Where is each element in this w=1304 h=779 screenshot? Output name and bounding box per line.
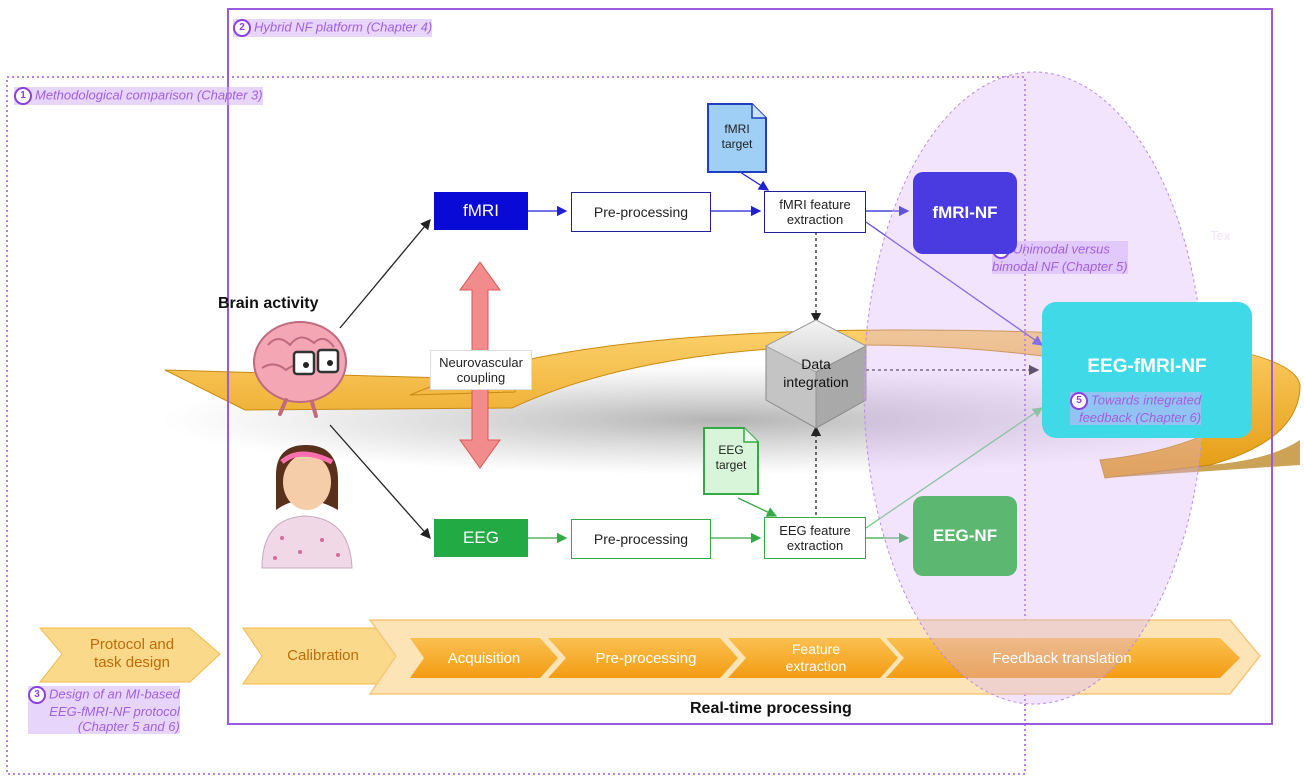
fmri-target-line1: fMRI	[724, 122, 750, 136]
chevron-preprocessing	[548, 638, 738, 678]
annotation-integrated-line1: Towards integrated	[1091, 392, 1202, 408]
brain-icon	[253, 321, 347, 418]
integration-cube-side	[815, 345, 867, 429]
faint-text: Tex	[1210, 228, 1231, 243]
coupling-line2: coupling	[456, 370, 506, 385]
fmri-preprocessing-box: Pre-processing	[571, 192, 711, 232]
chevron-feedback	[886, 638, 1240, 678]
fmri-target-document	[707, 103, 767, 173]
coupling-label: Neurovascular coupling	[430, 350, 532, 390]
annotation-integrated-line2: feedback (Chapter 6)	[1078, 410, 1202, 425]
fmri-feature-line1: fMRI feature	[779, 197, 851, 212]
fmri-feature-box: fMRI feature extraction	[764, 191, 866, 233]
arrow-brain-eeg	[329, 424, 431, 539]
pipeline-preprocessing-label: Pre-processing	[595, 649, 697, 667]
eeg-target-fold	[743, 428, 758, 443]
annotation-protocol-line1: Design of an MI-based	[49, 686, 180, 702]
arrow-target-eeg	[737, 497, 778, 517]
badge-5: 5	[1070, 392, 1088, 410]
chevron-acquisition	[410, 638, 558, 678]
arrow-brain-fmri	[339, 219, 431, 329]
chevron-feature	[728, 638, 898, 678]
coupling-line1: Neurovascular	[439, 355, 523, 370]
badge-3: 3	[28, 686, 46, 704]
bimodal-nf-label: EEG-fMRI-NF	[1087, 356, 1207, 377]
annotation-unimodal-line1: Unimodal versus	[1013, 241, 1110, 257]
frame-chapter-4	[227, 8, 1273, 725]
annotation-chapter-3-text: Methodological comparison (Chapter 3)	[35, 87, 263, 103]
eeg-preprocessing-box: Pre-processing	[571, 519, 711, 559]
protocol-line1: Protocol and	[89, 636, 175, 653]
patient-icon	[261, 445, 353, 569]
badge-1: 1	[14, 87, 32, 105]
eeg-modality-box: EEG	[434, 519, 528, 557]
loop-arrow-edge	[1105, 440, 1300, 478]
annotation-unimodal-line2: bimodal NF (Chapter 5)	[992, 259, 1128, 274]
arrow-target-fmri	[739, 171, 770, 191]
eeg-target-label: EEG target	[704, 443, 758, 473]
fmri-target-label: fMRI target	[708, 122, 766, 152]
fmri-nf-box: fMRI-NF	[913, 172, 1017, 254]
integration-line1: Data	[801, 356, 831, 372]
annotation-chapter-4-text: Hybrid NF platform (Chapter 4)	[254, 19, 433, 35]
eeg-feature-line1: EEG feature	[779, 523, 851, 538]
badge-2: 2	[233, 19, 251, 37]
annotation-protocol-line2: EEG-fMRI-NF protocol	[49, 704, 180, 719]
fmri-target-fold	[751, 104, 766, 119]
integration-line2: integration	[783, 374, 849, 390]
eeg-target-document	[703, 427, 759, 495]
feedback-translation-label: Feedback translation	[992, 649, 1132, 667]
protocol-label: Protocol and task design	[62, 636, 202, 672]
acquisition-label: Acquisition	[447, 649, 521, 667]
brain-activity-label: Brain activity	[218, 295, 319, 312]
arrow-fmrifeat-bimodal	[865, 221, 1044, 346]
fmri-modality-box: fMRI	[434, 192, 528, 230]
eeg-feature-line2: extraction	[786, 538, 844, 553]
frame-chapter-3	[6, 76, 1026, 775]
fmri-feature-line2: extraction	[786, 212, 844, 227]
pipeline-feature-line1: Feature	[791, 641, 841, 657]
chevron-protocol	[38, 627, 221, 683]
annotation-protocol-line3: (Chapter 5 and 6)	[77, 719, 180, 734]
calibration-label: Calibration	[287, 647, 359, 664]
eeg-target-line1: EEG	[718, 443, 744, 457]
realtime-processing-label: Real-time processing	[690, 700, 852, 717]
arrow-eegfeat-bimodal	[865, 407, 1044, 529]
protocol-line2: task design	[94, 654, 170, 671]
fmri-target-line2: target	[721, 137, 753, 151]
eeg-target-line2: target	[715, 458, 747, 472]
pipeline-feature-label: Feature extraction	[746, 638, 886, 678]
integration-label: Data integration	[772, 355, 860, 391]
pipeline-feature-line2: extraction	[785, 658, 847, 674]
eeg-feature-box: EEG feature extraction	[764, 517, 866, 559]
eeg-nf-box: EEG-NF	[913, 496, 1017, 576]
